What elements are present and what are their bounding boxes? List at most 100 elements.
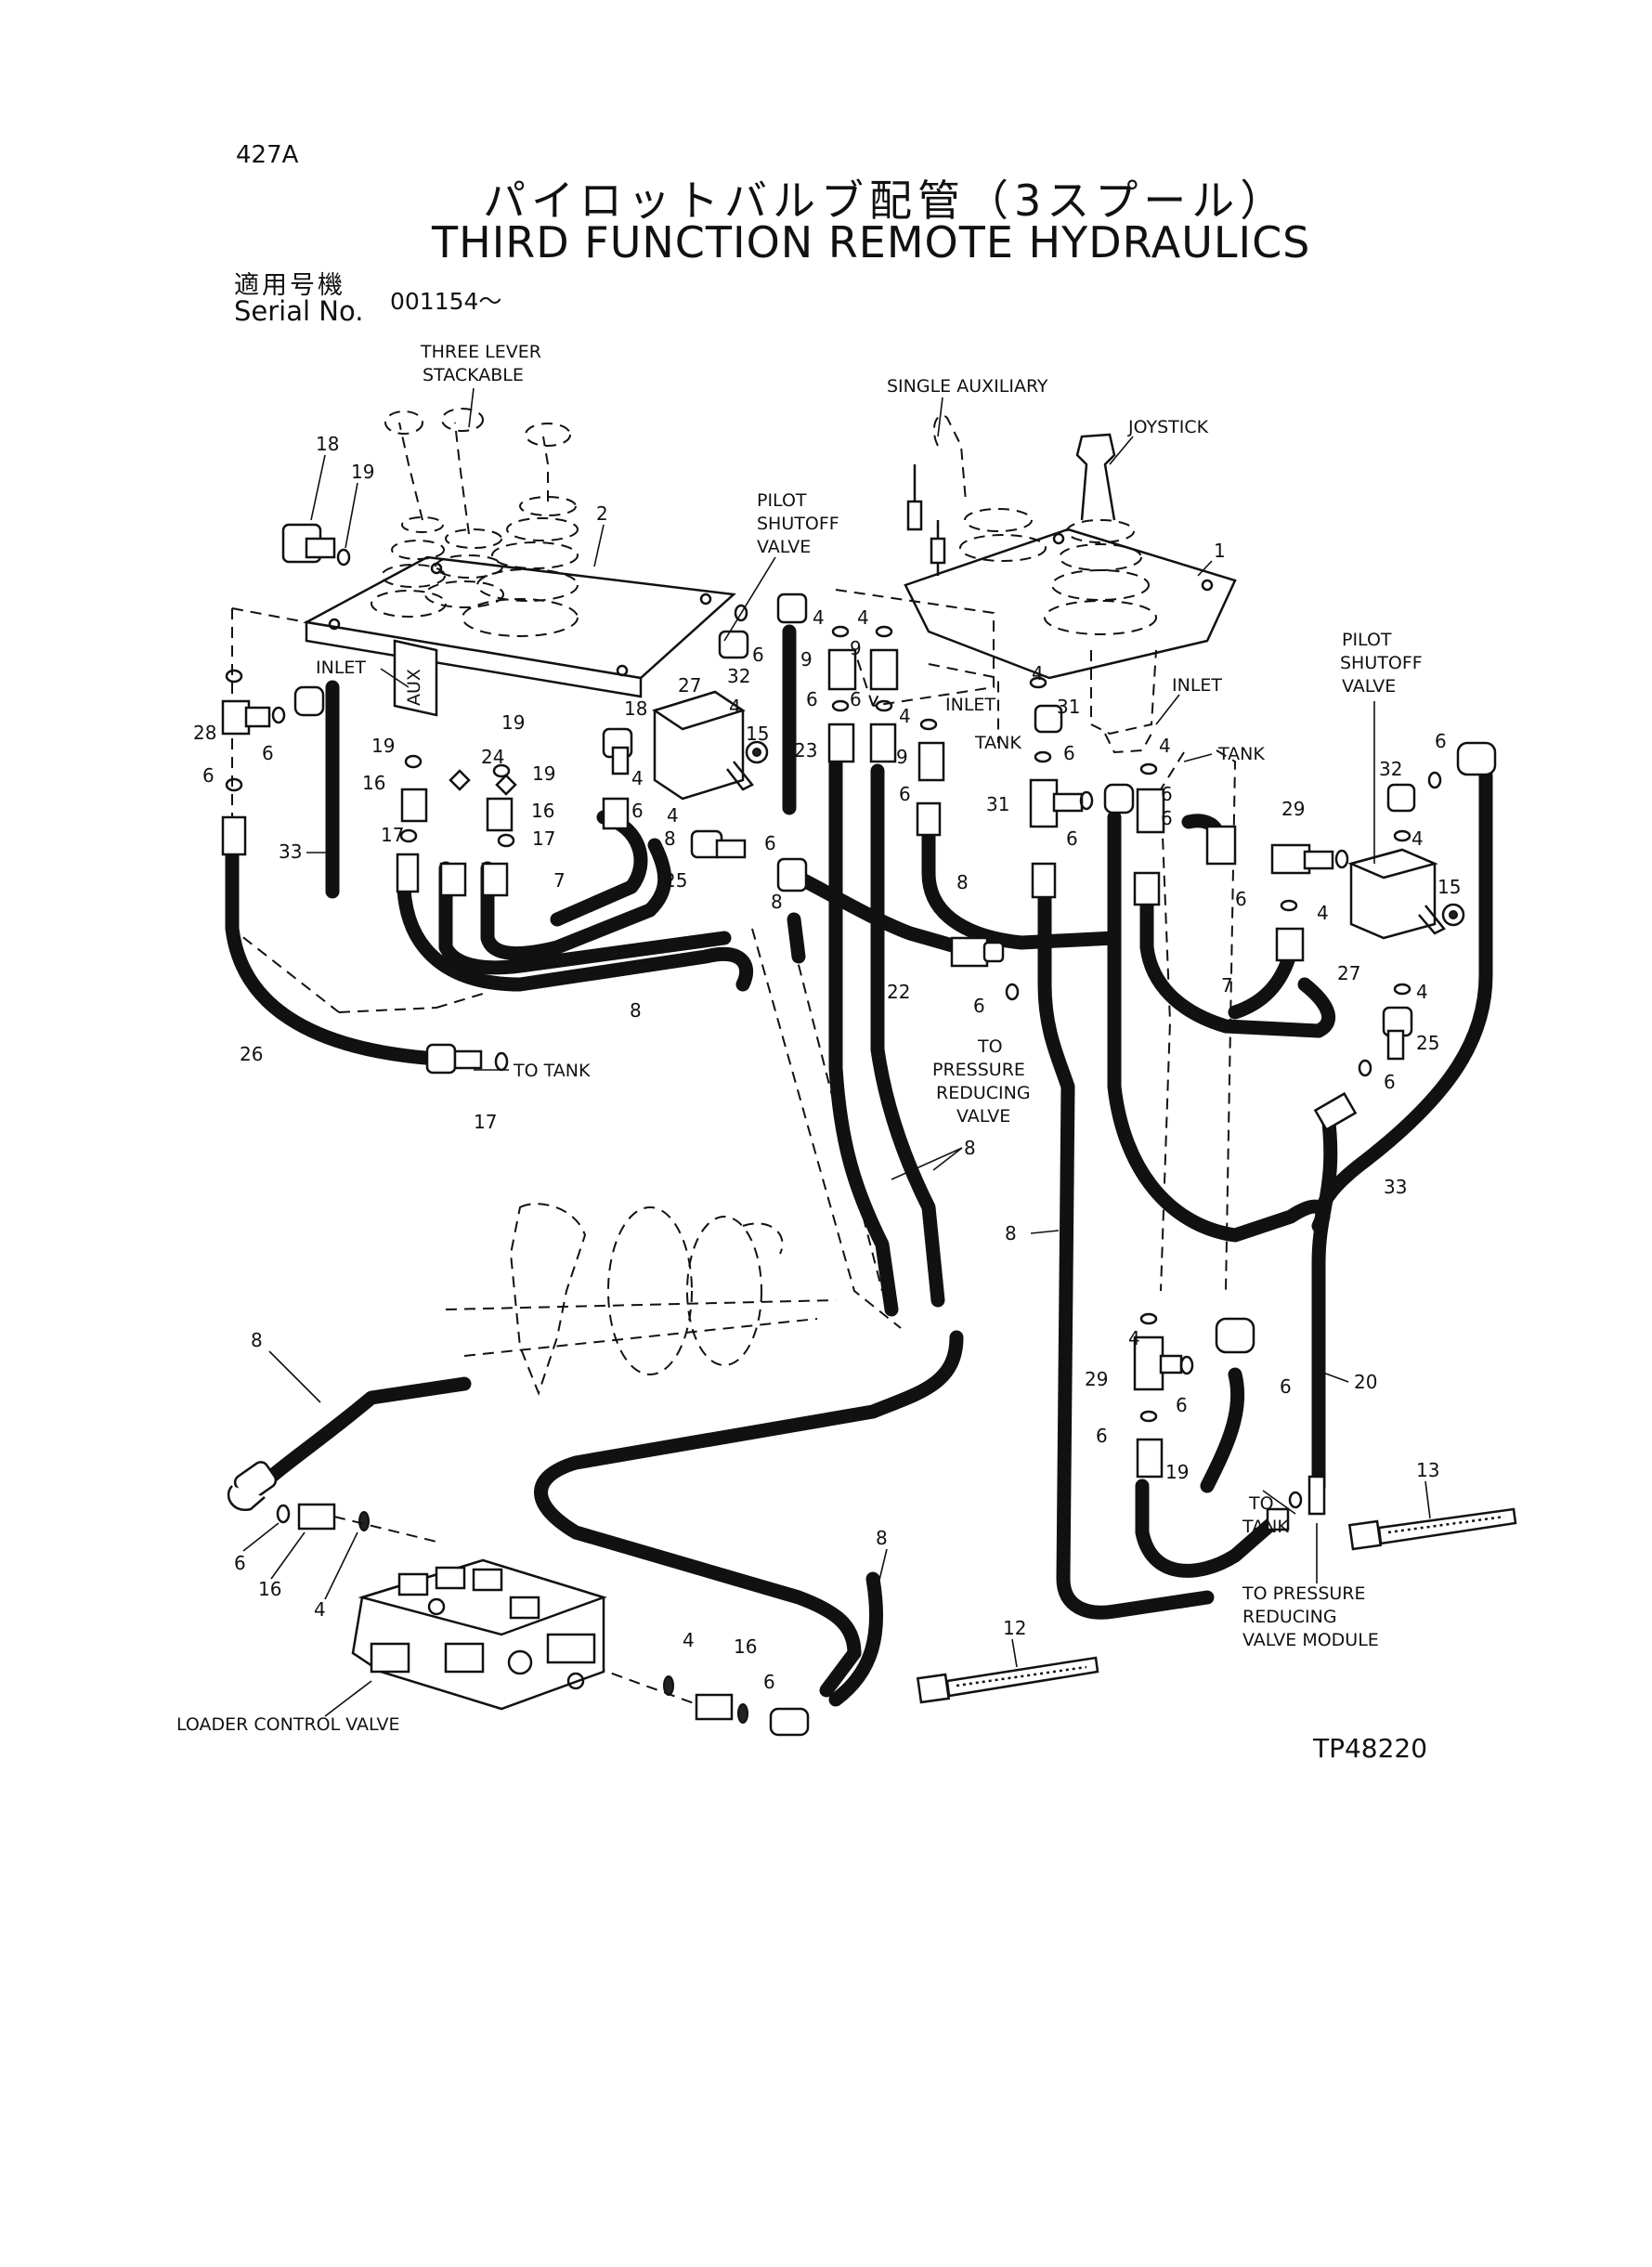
page-title-jp: パイロットバルブ配管（3スプール）	[483, 176, 1289, 226]
callout-27-right: 27	[1337, 962, 1360, 984]
loader-control-valve	[351, 1558, 607, 1711]
hose-10-lower	[534, 1330, 964, 1661]
hose-10-left-1	[397, 861, 754, 992]
callout-4-c: 4	[667, 804, 679, 827]
callout-15-right: 16	[734, 1635, 757, 1658]
loader-control-valve-label: LOADER CONTROL VALVE	[176, 1714, 400, 1735]
callout-15-left: 16	[258, 1578, 281, 1600]
callout-10-d: 8	[964, 1137, 976, 1159]
callout-7-p: 6	[1176, 1394, 1188, 1416]
callout-10-e: 8	[251, 1329, 263, 1351]
callout-33-left: 33	[279, 840, 302, 863]
aux-label: AUX	[404, 669, 424, 706]
pilot-label-right: PILOT	[1342, 630, 1392, 650]
callout-5-right: 7	[1221, 974, 1233, 997]
fitting-30	[1034, 704, 1063, 734]
inlet-label-center: INLET	[945, 695, 995, 715]
lever-knob-1	[384, 410, 423, 435]
fitting-32-right	[1386, 783, 1416, 813]
serial-label-jp: 適用号機	[234, 271, 345, 300]
callout-10-b: 8	[771, 891, 783, 913]
callout-26-left: 25	[664, 869, 687, 892]
hose-10-center-a	[828, 749, 899, 1317]
callout-7-r: 6	[1280, 1375, 1292, 1398]
callout-7-q: 6	[1096, 1425, 1108, 1447]
fitting-left-hose-end	[221, 815, 247, 856]
callout-22: 24	[481, 746, 504, 768]
callout-7-d: 6	[752, 644, 764, 666]
callout-7-s: 6	[234, 1552, 246, 1574]
callout-32-right: 32	[1379, 758, 1402, 780]
callout-28: 28	[193, 722, 216, 744]
joystick-control: SINGLE AUXILIARY JOYSTICK 1	[887, 376, 1237, 754]
callout-16: 20	[1354, 1371, 1377, 1393]
callout-4-h: 4	[1159, 735, 1171, 757]
stackable-label: STACKABLE	[423, 365, 524, 385]
callout-14-left: 15	[746, 723, 769, 745]
callout-4-e: 4	[857, 606, 869, 629]
callout-30: 31	[1057, 696, 1080, 718]
callout-4-i: 4	[1317, 902, 1329, 924]
callout-7-f: 6	[806, 688, 818, 710]
callout-6: 6	[1161, 783, 1173, 805]
shutoff-label-left: SHUTOFF	[757, 514, 839, 534]
callout-4-d: 4	[813, 606, 825, 629]
callout-7-n: 6	[1435, 730, 1447, 752]
single-aux-label: SINGLE AUXILIARY	[887, 376, 1048, 397]
callouts: 18 19 28 6 6 19 16 17 33 19 24 19 16 17 …	[193, 433, 1461, 1693]
three-lever-label: THREE LEVER	[420, 342, 541, 362]
callout-10-f: 8	[876, 1527, 888, 1549]
valve-label-prv: VALVE	[956, 1106, 1010, 1127]
tank-label-lower: TANK	[1242, 1517, 1289, 1537]
serial-value: 001154～	[390, 288, 502, 315]
fitting-9-a	[827, 648, 857, 691]
callout-25: 26	[240, 1043, 263, 1065]
lever-boots	[371, 496, 579, 637]
reducing-label-prv: REDUCING	[936, 1083, 1031, 1103]
callout-7-c: 6	[631, 800, 644, 822]
callout-4-k: 4	[1416, 981, 1428, 1003]
fitting-9-c	[917, 741, 945, 782]
callout-21-b: 16	[531, 800, 554, 822]
callout-2: 2	[596, 502, 608, 525]
figure-number: TP48220	[1313, 1733, 1428, 1764]
hose-10-left-lower	[243, 1376, 472, 1503]
callout-8-top: 8	[956, 871, 969, 893]
hose-8	[1037, 884, 1215, 1620]
hose-10-left-2	[438, 861, 732, 975]
callout-29-lower: 29	[1085, 1368, 1108, 1390]
callout-4-m: 4	[314, 1598, 326, 1621]
fitting-6	[1136, 788, 1165, 834]
callout-12: 12	[1003, 1617, 1026, 1639]
to-label-tank: TO	[1248, 1493, 1274, 1514]
reducing-label-module: REDUCING	[1242, 1607, 1337, 1627]
callout-9-c: 9	[896, 746, 908, 768]
callout-20-b: 17	[532, 827, 555, 850]
callout-23: 23	[794, 739, 817, 762]
hose-10-lower-end	[819, 1646, 862, 1698]
fitting-15-left	[297, 1503, 336, 1531]
callout-19-c: 19	[501, 711, 525, 734]
callout-18: 18	[316, 433, 339, 455]
hose-25	[225, 828, 444, 1066]
three-lever-control: AUX THREE LEVER STACKABLE 2	[303, 342, 736, 717]
callout-4-f: 4	[899, 705, 911, 727]
tank-label-right: TANK	[1217, 744, 1265, 764]
hose-10-stub	[787, 912, 806, 964]
callout-7-o: 6	[1384, 1071, 1396, 1093]
aux-box	[393, 639, 438, 717]
to-label-prv: TO	[977, 1036, 1003, 1057]
fitting-29-lower	[1133, 1335, 1164, 1391]
pressure-label-prv: PRESSURE	[932, 1060, 1025, 1080]
shutoff-label-right: SHUTOFF	[1340, 653, 1423, 673]
hose-5-right	[1139, 884, 1336, 1038]
left-plate-edge	[305, 620, 643, 698]
callout-5-left: 7	[553, 869, 566, 892]
inlet-label-left: INLET	[316, 658, 366, 678]
callout-20-a: 17	[381, 824, 404, 846]
callout-14-right: 15	[1437, 876, 1461, 898]
page-title: THIRD FUNCTION REMOTE HYDRAULICS	[432, 217, 1311, 267]
callout-24: 22	[887, 981, 910, 1003]
fittings	[221, 523, 1517, 1737]
callout-4-g: 4	[1032, 662, 1044, 684]
